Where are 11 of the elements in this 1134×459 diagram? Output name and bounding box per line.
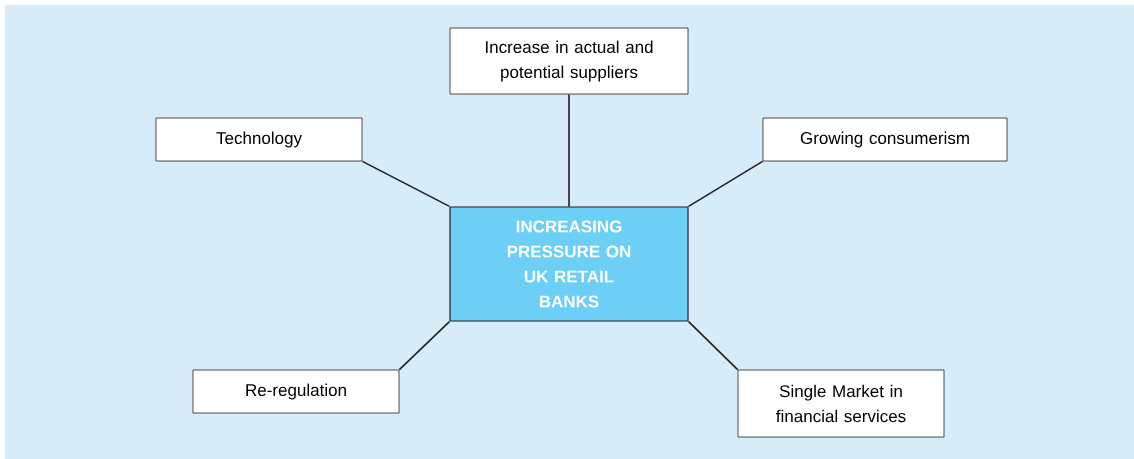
connector-line <box>687 320 739 371</box>
hub-box: INCREASING PRESSURE ON UK RETAIL BANKS <box>449 206 689 322</box>
connector-line <box>398 320 451 371</box>
connector-line <box>687 160 764 208</box>
connector-line <box>361 160 451 208</box>
factor-box: Single Market in financial services <box>737 369 945 438</box>
connector-line <box>568 93 570 208</box>
factor-box: Growing consumerism <box>762 117 1008 162</box>
factor-box: Technology <box>155 117 363 162</box>
factor-box: Increase in actual and potential suppliers <box>449 27 689 95</box>
factor-box: Re-regulation <box>192 369 400 414</box>
